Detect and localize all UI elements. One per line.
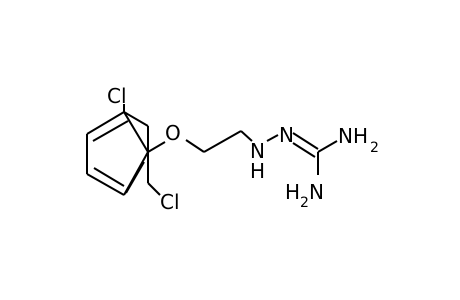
bond-oxygen-ch2 <box>185 139 205 153</box>
ring-double-bond-2 <box>93 167 125 187</box>
bond-n-c-double-2 <box>292 142 316 158</box>
benzene-ring <box>86 111 149 196</box>
nh2-bottom-h-label: H <box>285 180 300 204</box>
oxygen-label: O <box>165 121 181 145</box>
chlorine-bottom-label: Cl <box>160 190 180 214</box>
bond-n-c-double-1 <box>292 132 319 150</box>
amine-n-label: N <box>250 139 265 163</box>
ring-bond-c2-c3 <box>86 111 125 135</box>
bond-ring-oxygen <box>147 141 166 153</box>
bond-ch2-ch2 <box>203 130 242 153</box>
bond-ring-to-ring-side <box>123 111 149 127</box>
chlorine-top-label: Cl <box>107 84 127 108</box>
ring-bond-c4-c5 <box>86 173 125 196</box>
amine-h-label: H <box>250 159 265 183</box>
bond-nh-n <box>266 134 279 142</box>
bond-c-nh2-right <box>317 140 338 153</box>
nh2-right-label: NH <box>338 124 368 148</box>
bond-ring-cl-bottom <box>147 182 161 196</box>
ring-double-bond-1 <box>92 120 129 142</box>
ring-double-bond-3 <box>125 161 145 194</box>
ring-bond-c1-c2 <box>123 111 149 153</box>
bond-ch2-nh <box>240 130 253 142</box>
nh2-bottom-subscript: 2 <box>300 195 309 211</box>
nh2-bottom-n-label: N <box>309 180 324 204</box>
nh2-right-subscript: 2 <box>370 140 379 156</box>
imine-n-label: N <box>279 123 294 147</box>
